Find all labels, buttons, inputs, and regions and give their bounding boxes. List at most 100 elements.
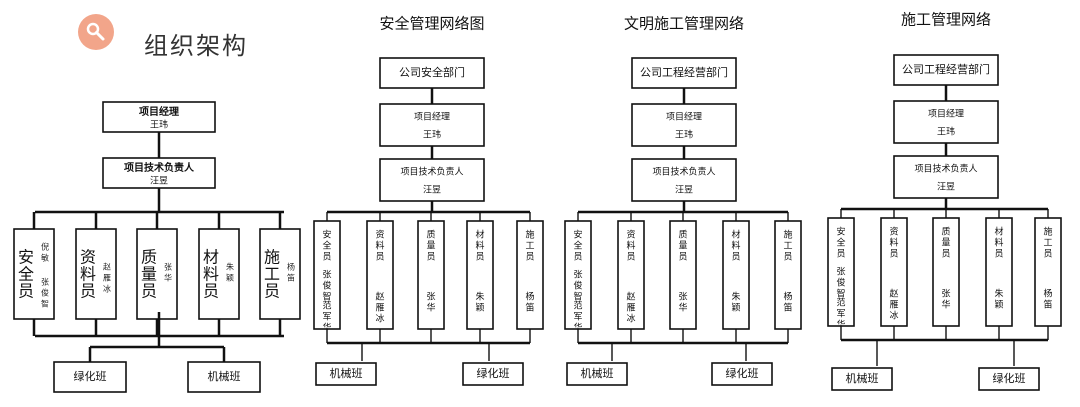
svg-text:员: 员 [573, 252, 582, 263]
role-name: 朱颖 [731, 291, 740, 314]
svg-text:华: 华 [941, 299, 950, 311]
role-box [932, 217, 960, 327]
svg-text:员: 员 [678, 252, 687, 263]
role-box [259, 228, 301, 320]
role-name: 朱颖 [226, 262, 234, 283]
role-box [313, 220, 341, 330]
svg-text:资: 资 [80, 248, 96, 267]
svg-text:颖: 颖 [475, 302, 484, 314]
svg-text:员: 员 [80, 282, 96, 301]
role-name: 张俊智 [41, 278, 49, 309]
role-box [516, 220, 544, 330]
svg-text:张: 张 [941, 289, 950, 300]
svg-text:华: 华 [426, 302, 435, 314]
svg-text:料: 料 [626, 240, 635, 252]
role-name: 张俊智 [322, 270, 331, 303]
role-name: 范军华 [836, 297, 845, 331]
svg-text:员: 员 [994, 249, 1003, 260]
svg-text:朱: 朱 [226, 262, 234, 272]
svg-text:笛: 笛 [525, 302, 534, 314]
svg-text:质: 质 [941, 226, 950, 238]
role-name: 赵雁冰 [626, 291, 635, 325]
tech-lead-name: 汪昱 [150, 176, 168, 187]
manager-name: 王玮 [423, 129, 441, 141]
role-name: 张俊智 [836, 267, 845, 300]
wrench-icon [86, 22, 105, 41]
svg-text:张: 张 [678, 292, 687, 303]
svg-text:材: 材 [994, 226, 1003, 238]
svg-text:冰: 冰 [626, 313, 635, 325]
svg-text:颖: 颖 [994, 299, 1003, 311]
svg-text:笛: 笛 [287, 273, 295, 283]
svg-text:范: 范 [573, 300, 582, 312]
svg-text:量: 量 [941, 238, 950, 249]
role-title: 质量员 [426, 229, 435, 263]
svg-text:员: 员 [475, 252, 484, 263]
svg-text:安: 安 [322, 229, 331, 241]
svg-text:员: 员 [203, 282, 219, 301]
svg-text:华: 华 [573, 322, 582, 334]
tech-lead-name: 汪昱 [937, 182, 955, 193]
svg-text:工: 工 [525, 242, 534, 252]
tech-lead-box [379, 158, 485, 202]
svg-text:料: 料 [80, 265, 96, 284]
svg-text:量: 量 [678, 241, 687, 252]
svg-text:张: 张 [573, 270, 582, 281]
svg-text:倪: 倪 [41, 242, 49, 252]
svg-text:冰: 冰 [375, 313, 384, 325]
svg-text:料: 料 [203, 265, 219, 284]
team-label: 绿化班 [74, 369, 107, 383]
role-box [366, 220, 394, 330]
role-name: 范军华 [573, 300, 582, 334]
team-label: 机械班 [846, 371, 879, 385]
svg-text:华: 华 [322, 322, 331, 334]
role-box [75, 228, 117, 320]
svg-text:工: 工 [1043, 239, 1052, 249]
manager-box [379, 103, 485, 147]
svg-text:杨: 杨 [783, 291, 792, 303]
svg-text:安: 安 [18, 248, 34, 267]
role-name: 赵雁冰 [103, 262, 111, 294]
svg-text:员: 员 [626, 252, 635, 263]
svg-text:赵: 赵 [375, 291, 384, 303]
svg-text:张: 张 [426, 292, 435, 303]
role-title: 质量员 [678, 229, 687, 263]
svg-text:雁: 雁 [103, 274, 111, 283]
svg-text:冰: 冰 [103, 284, 111, 294]
svg-text:全: 全 [836, 237, 845, 249]
role-title: 安全员 [573, 229, 582, 263]
svg-text:杨: 杨 [525, 291, 534, 303]
team-box [187, 361, 261, 393]
svg-text:张: 张 [164, 263, 172, 272]
manager-title: 项目经理 [414, 111, 450, 123]
svg-text:范: 范 [836, 297, 845, 309]
svg-text:质: 质 [426, 229, 435, 241]
svg-text:赵: 赵 [103, 262, 111, 272]
svg-text:颖: 颖 [731, 302, 740, 314]
role-name: 张俊智 [573, 270, 582, 303]
svg-text:料: 料 [994, 237, 1003, 249]
team-box [831, 367, 893, 391]
svg-text:员: 员 [426, 252, 435, 263]
svg-text:员: 员 [783, 252, 792, 263]
top-department: 公司安全部门 [399, 65, 465, 79]
svg-text:朱: 朱 [994, 288, 1003, 300]
role-title: 安全员 [18, 248, 34, 301]
top-department: 公司工程经营部门 [902, 62, 990, 76]
svg-text:张: 张 [322, 270, 331, 281]
team-label: 绿化班 [477, 366, 510, 380]
svg-text:笛: 笛 [1043, 299, 1052, 311]
svg-text:员: 员 [941, 249, 950, 260]
svg-text:员: 员 [18, 282, 34, 301]
role-name: 张华 [678, 292, 687, 314]
svg-text:朱: 朱 [731, 291, 740, 303]
svg-text:员: 员 [264, 282, 280, 301]
network-heading: 安全管理网络图 [379, 15, 484, 33]
role-title: 资料员 [80, 248, 96, 301]
role-name: 杨笛 [287, 262, 295, 283]
svg-text:军: 军 [322, 312, 331, 323]
role-title: 施工员 [1043, 226, 1052, 260]
svg-text:资: 资 [889, 227, 898, 238]
role-name: 杨笛 [1043, 288, 1052, 311]
role-name: 张华 [164, 263, 172, 283]
